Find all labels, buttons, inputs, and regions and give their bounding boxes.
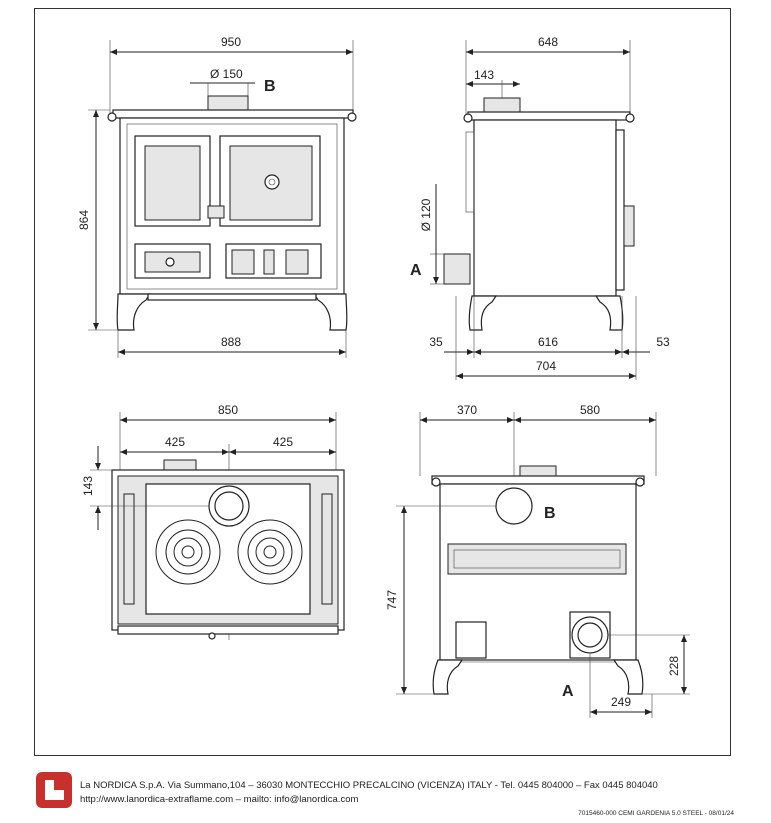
flue-diameter-label: Ø 150 — [210, 67, 243, 81]
rear-outlet-offset-label: 249 — [611, 695, 631, 709]
rear-view: 370 580 B 747 228 249 A — [385, 403, 690, 718]
drawing-frame — [34, 8, 731, 756]
front-width-label: 950 — [221, 35, 241, 49]
rear-flue-diameter-label: Ø 120 — [419, 198, 433, 231]
rear-outlet-height-label: 228 — [667, 656, 681, 676]
rear-flue-label-b: B — [544, 505, 556, 522]
top-view: 850 425 425 143 — [81, 403, 345, 640]
side-view: 648 143 Ø 120 A 35 616 53 704 — [410, 35, 670, 380]
top-width-label: 850 — [218, 403, 238, 417]
technical-drawing: 950 Ø 150 B — [77, 35, 690, 718]
side-left-offset-label: 35 — [429, 335, 443, 349]
footer: La NORDICA S.p.A. Via Summano,104 – 3603… — [34, 764, 734, 822]
flue-label-b: B — [264, 78, 276, 95]
top-half-left-label: 425 — [165, 435, 185, 449]
side-total-depth-label: 704 — [536, 359, 556, 373]
front-height-label: 864 — [77, 210, 91, 230]
front-view: 950 Ø 150 B — [77, 35, 357, 358]
side-flue-offset-label: 143 — [474, 68, 494, 82]
company-address: La NORDICA S.p.A. Via Summano,104 – 3603… — [80, 780, 658, 791]
side-depth-label: 648 — [538, 35, 558, 49]
rear-flue-label-a: A — [562, 683, 574, 700]
top-half-right-label: 425 — [273, 435, 293, 449]
rear-right-offset-label: 580 — [580, 403, 600, 417]
hob-left — [155, 519, 221, 585]
rear-flue-label-a: A — [410, 262, 422, 279]
rear-flue-height-label: 747 — [385, 590, 399, 610]
side-body-depth-label: 616 — [538, 335, 558, 349]
top-flue-offset-label: 143 — [81, 476, 95, 496]
front-base-width-label: 888 — [221, 335, 241, 349]
hob-right — [237, 519, 303, 585]
rear-left-offset-label: 370 — [457, 403, 477, 417]
document-code: 7015460-000 CEMI GARDENIA 5.0 STEEL - 08… — [578, 810, 734, 817]
company-logo-icon — [36, 772, 72, 808]
side-right-offset-label: 53 — [656, 335, 670, 349]
company-web[interactable]: http://www.lanordica-extraflame.com – ma… — [80, 794, 359, 805]
